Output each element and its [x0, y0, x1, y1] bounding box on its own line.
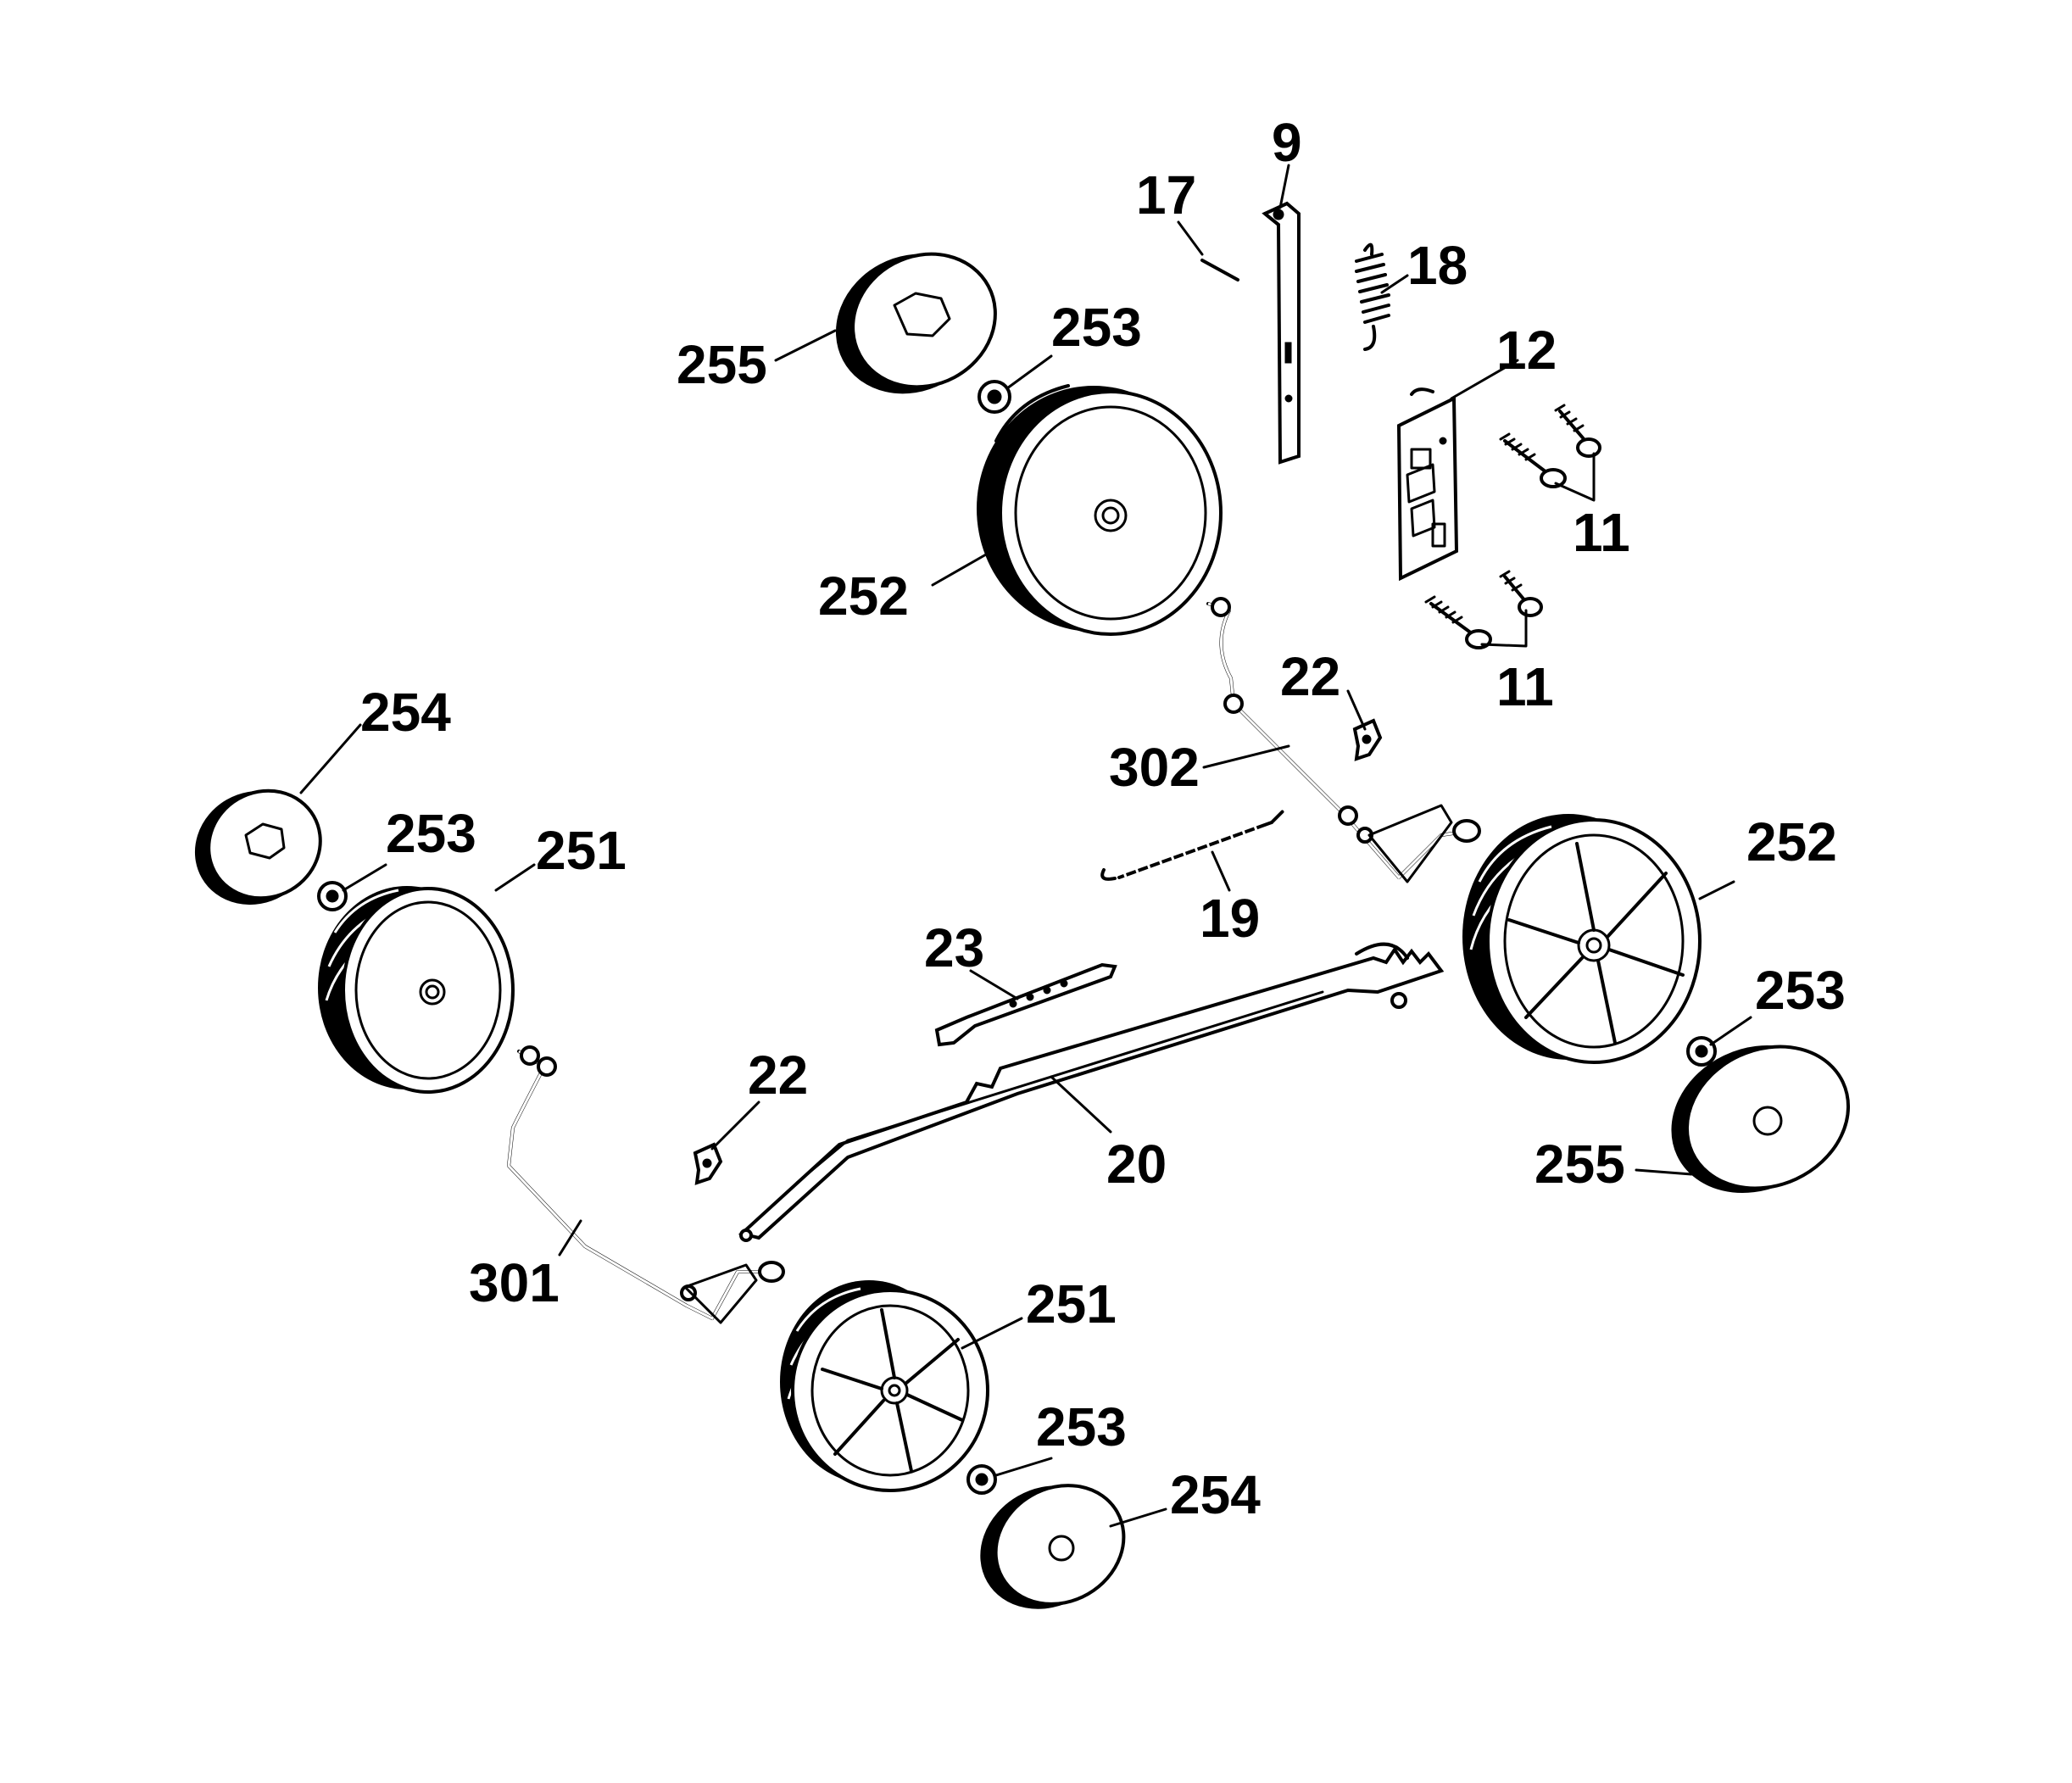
label-part-18: 18	[1407, 235, 1468, 296]
screws-11-top	[1499, 404, 1601, 502]
mounting-plate-12	[1396, 387, 1459, 582]
label-part-252-right: 252	[1746, 811, 1837, 872]
label-part-19: 19	[1200, 888, 1260, 949]
label-part-17: 17	[1136, 164, 1196, 226]
label-part-253-top: 253	[1051, 297, 1142, 358]
label-part-22-left: 22	[748, 1045, 808, 1106]
label-part-253-left: 253	[386, 803, 476, 864]
label-part-254-left: 254	[360, 682, 451, 743]
height-adjust-lever-20	[738, 942, 1445, 1242]
label-part-23: 23	[924, 917, 984, 978]
leader-lines	[299, 164, 1752, 1528]
wheel-251-bottom	[780, 1280, 989, 1492]
label-part-251-bottom: 251	[1026, 1273, 1117, 1334]
label-part-11-bottom: 11	[1496, 656, 1554, 717]
screws-11-bottom	[1424, 570, 1543, 649]
spring-19	[1100, 810, 1284, 883]
label-part-254-bottom: 254	[1170, 1464, 1261, 1525]
washer-253-bottom	[966, 1464, 997, 1495]
washer-253-top	[978, 380, 1011, 414]
label-part-255-right: 255	[1535, 1134, 1625, 1195]
clip-22-left	[693, 1142, 723, 1185]
label-part-20: 20	[1106, 1134, 1167, 1195]
label-part-12: 12	[1496, 320, 1557, 381]
label-part-253-bottom: 253	[1036, 1396, 1127, 1457]
label-part-22-right: 22	[1280, 646, 1340, 707]
axle-rod-301	[507, 1045, 785, 1324]
clip-22-right	[1352, 718, 1383, 761]
link-bar-23	[934, 962, 1117, 1047]
part-labels: 9 17 18 12 11 11 255 253 252 22 302 19 2…	[360, 112, 1846, 1525]
hub-cap-254-left	[194, 788, 322, 905]
label-part-251-left: 251	[536, 820, 627, 881]
label-part-11-top: 11	[1573, 502, 1630, 563]
label-part-252-top: 252	[818, 566, 909, 627]
pin-17	[1200, 255, 1240, 281]
washer-253-left	[317, 881, 348, 911]
label-part-255-top: 255	[677, 334, 767, 395]
label-part-9: 9	[1272, 112, 1302, 173]
spring-18	[1355, 242, 1390, 351]
wheel-252-right	[1462, 814, 1702, 1064]
label-part-301: 301	[469, 1252, 560, 1313]
bracket-bar-9	[1262, 201, 1301, 465]
axle-rod-302	[1206, 597, 1481, 883]
label-part-302: 302	[1109, 737, 1200, 798]
wheel-252-top	[977, 384, 1223, 636]
washer-253-right	[1686, 1036, 1717, 1067]
hub-cap-254-bottom	[980, 1484, 1126, 1609]
hub-cap-255-top	[836, 252, 997, 394]
label-part-253-right: 253	[1755, 960, 1846, 1021]
hub-cap-255-right	[1671, 1045, 1851, 1193]
wheel-251-left	[318, 886, 515, 1094]
